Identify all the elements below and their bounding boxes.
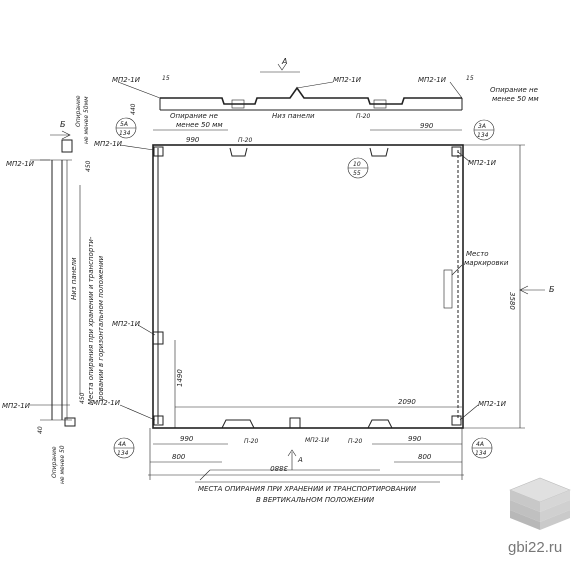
svg-text:800: 800 bbox=[418, 453, 432, 461]
svg-text:П-20: П-20 bbox=[238, 137, 252, 144]
niz-panel-top: Низ панели bbox=[272, 112, 315, 120]
svg-text:450: 450 bbox=[85, 160, 92, 172]
bottom-caption-2: В ВЕРТИКАЛЬНОМ ПОЛОЖЕНИИ bbox=[256, 496, 375, 504]
svg-text:МП2-1И: МП2-1И bbox=[305, 437, 329, 444]
svg-text:2090: 2090 bbox=[398, 398, 416, 406]
dim-3580: 3580 bbox=[508, 292, 516, 310]
corner-plate-tr bbox=[451, 146, 462, 157]
left-vertical-1: Места опирания при хранении и транспорти… bbox=[87, 236, 95, 405]
svg-text:15: 15 bbox=[162, 75, 170, 82]
section-label-right: Б bbox=[549, 285, 555, 294]
opir-bottom-left-2: не менее 50 bbox=[59, 445, 66, 484]
marking-place bbox=[443, 269, 453, 309]
corner-plate-tl bbox=[153, 146, 164, 157]
svg-text:П-20: П-20 bbox=[244, 438, 258, 445]
svg-text:МП2-1И: МП2-1И bbox=[92, 399, 121, 407]
mesto-mark-1: Место bbox=[466, 250, 489, 258]
left-vertical-2: ровании в горизонтальном положении bbox=[97, 255, 105, 401]
svg-text:55: 55 bbox=[353, 170, 361, 177]
svg-text:990: 990 bbox=[186, 136, 200, 144]
section-arrow-right bbox=[519, 285, 545, 295]
dim-3880: 3880 bbox=[270, 464, 288, 472]
watermark-logo bbox=[509, 477, 571, 530]
svg-text:4А: 4А bbox=[118, 441, 126, 448]
svg-text:МП2-1И: МП2-1И bbox=[94, 140, 123, 148]
svg-text:МП2-1И: МП2-1И bbox=[2, 402, 31, 410]
svg-text:МП2-1И: МП2-1И bbox=[6, 160, 35, 168]
opir-inner-line1: Опирание не bbox=[170, 112, 218, 120]
svg-text:40: 40 bbox=[37, 426, 44, 434]
section-arrow-top bbox=[260, 63, 300, 73]
svg-text:МП2-1И: МП2-1И bbox=[468, 159, 497, 167]
svg-text:1490: 1490 bbox=[176, 369, 184, 387]
svg-text:440: 440 bbox=[130, 103, 137, 115]
mp-label-top-left: МП2-1И bbox=[112, 76, 141, 84]
svg-text:450: 450 bbox=[79, 392, 86, 404]
svg-text:134: 134 bbox=[475, 450, 487, 457]
top-edge-profile bbox=[160, 86, 462, 105]
panel-outline bbox=[152, 144, 464, 429]
mp-label-top-center: МП2-1И bbox=[333, 76, 362, 84]
corner-plate-bl bbox=[153, 415, 164, 426]
svg-text:134: 134 bbox=[477, 132, 489, 139]
svg-text:10: 10 bbox=[353, 161, 361, 168]
bottom-plate-center bbox=[289, 417, 301, 429]
bottom-caption-1: МЕСТА ОПИРАНИЯ ПРИ ХРАНЕНИИ И ТРАНСПОРТИ… bbox=[198, 485, 417, 493]
svg-text:990: 990 bbox=[408, 435, 422, 443]
loop-bottom-left bbox=[221, 419, 255, 429]
mp-label-top-right: МП2-1И bbox=[418, 76, 447, 84]
section-arrow-left bbox=[50, 130, 71, 140]
arrow-bottom-label: А bbox=[297, 456, 303, 464]
svg-text:800: 800 bbox=[172, 453, 186, 461]
svg-text:990: 990 bbox=[180, 435, 194, 443]
svg-text:4А: 4А bbox=[476, 441, 484, 448]
svg-text:МП2-1И: МП2-1И bbox=[478, 400, 507, 408]
loop-top-left bbox=[229, 147, 248, 157]
svg-text:15: 15 bbox=[466, 75, 474, 82]
svg-text:990: 990 bbox=[420, 122, 434, 130]
watermark-text: gbi22.ru bbox=[508, 539, 562, 556]
mesto-mark-2: маркировки bbox=[464, 259, 509, 267]
svg-text:3А: 3А bbox=[478, 123, 486, 130]
opir-inner-line2: менее 50 мм bbox=[176, 121, 223, 129]
opir-bottom-left-1: Опирание bbox=[51, 446, 58, 478]
svg-text:5А: 5А bbox=[120, 121, 128, 128]
side-plate-left bbox=[152, 331, 164, 345]
svg-text:134: 134 bbox=[117, 450, 129, 457]
top-notch-left bbox=[231, 99, 245, 109]
section-label-top: А bbox=[281, 57, 287, 66]
opir-top-left-2: не менее 50мм bbox=[83, 96, 90, 144]
loop-bottom-right bbox=[367, 419, 393, 429]
svg-text:П-20: П-20 bbox=[356, 113, 370, 120]
top-notch-right bbox=[373, 99, 387, 109]
niz-panel-left: Низ панели bbox=[70, 257, 78, 300]
opir-top-left-1: Опирание bbox=[75, 95, 82, 127]
section-label-left: Б bbox=[60, 120, 66, 129]
loop-top-right bbox=[369, 147, 389, 157]
svg-text:П-20: П-20 bbox=[348, 438, 362, 445]
svg-text:134: 134 bbox=[119, 130, 131, 137]
opir-top-right-1: Опирание не bbox=[490, 86, 538, 94]
section-arrow-bottom bbox=[287, 449, 297, 470]
opir-top-right-2: менее 50 мм bbox=[492, 95, 539, 103]
corner-plate-br bbox=[451, 415, 462, 426]
svg-text:МП2-1И: МП2-1И bbox=[112, 320, 141, 328]
